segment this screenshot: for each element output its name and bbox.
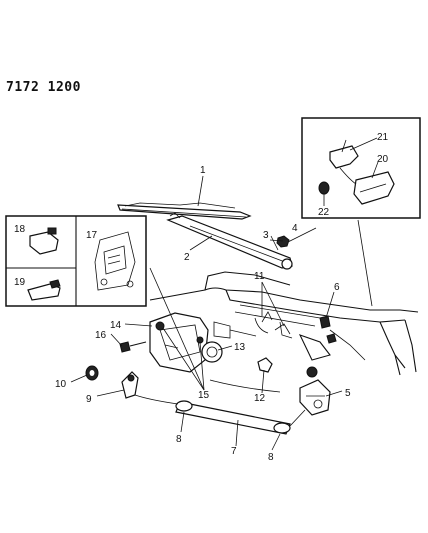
callout-1: 1	[200, 165, 206, 176]
document-code: 7172 1200	[6, 80, 81, 95]
callout-11: 11	[254, 271, 265, 282]
cowl-panel	[149, 271, 419, 376]
callout-21: 21	[377, 132, 389, 143]
inset-panel-17-18-19	[5, 215, 147, 307]
callout-8: 8	[176, 434, 182, 445]
callout-17: 17	[86, 230, 98, 241]
linkage-drive	[134, 379, 306, 435]
callout-22: 22	[318, 207, 330, 218]
harness-clip	[257, 357, 273, 373]
callout-9: 9	[86, 394, 92, 405]
callout-6: 6	[334, 282, 340, 293]
mounting-bolt	[119, 341, 147, 353]
inset-panel-20-21-22	[301, 117, 421, 219]
callout-10: 10	[55, 379, 67, 390]
wiper-blade	[117, 202, 252, 220]
callout-20: 20	[377, 154, 389, 165]
crank-arm	[121, 371, 139, 399]
callout-14: 14	[110, 320, 122, 331]
callout-5: 5	[345, 388, 351, 399]
arm-nut	[276, 235, 290, 248]
wiper-motor	[149, 312, 223, 373]
callout-7: 7	[231, 446, 237, 457]
callout-16: 16	[95, 330, 107, 341]
grommet	[85, 365, 99, 381]
callout-19: 19	[14, 277, 26, 288]
callout-12: 12	[254, 393, 266, 404]
callout-3: 3	[263, 230, 269, 241]
callout-labels: 1 2 3 4 5 6 7 8 8 9 10 11 12 13 14 15 16…	[14, 132, 389, 463]
callout-4: 4	[292, 223, 298, 234]
wiper-pivot	[299, 366, 331, 416]
linkage-clips	[261, 311, 337, 344]
callout-15: 15	[198, 390, 210, 401]
leader-lines	[70, 137, 379, 451]
callout-13: 13	[234, 342, 246, 353]
callout-2: 2	[184, 252, 190, 263]
wiper-arm	[166, 212, 293, 270]
callout-18: 18	[14, 224, 26, 235]
callout-8: 8	[268, 452, 274, 463]
